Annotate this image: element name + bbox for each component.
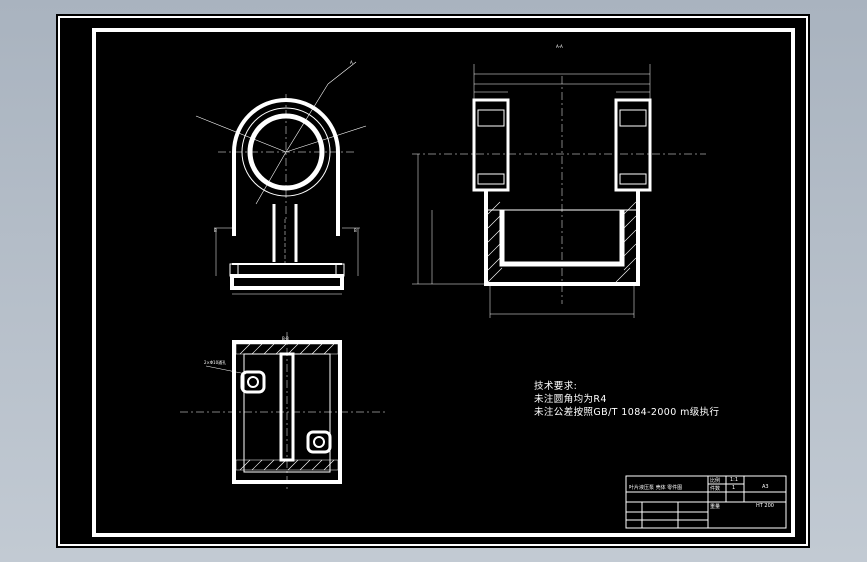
section-a-a <box>412 64 706 318</box>
title-scale: 1:1 <box>730 477 739 483</box>
title-cell-c: 重量 <box>710 504 721 510</box>
title-material: HT 200 <box>756 503 774 509</box>
title-block <box>625 475 787 529</box>
marker-a: A <box>350 60 353 65</box>
hole-callout: 2×Φ10通孔 <box>204 360 227 365</box>
drawing-canvas <box>58 16 808 546</box>
technical-requirements: 技术要求: 未注圆角均为R4 未注公差按照GB/T 1084-2000 m级执行 <box>534 380 719 419</box>
outer-border <box>58 16 808 546</box>
notes-line-2: 未注公差按照GB/T 1084-2000 m级执行 <box>534 407 720 418</box>
notes-heading: 技术要求: <box>534 381 578 392</box>
title-cell-a: 比例 <box>710 478 721 484</box>
title-part-name: 叶片液压泵 壳体 零件图 <box>629 485 683 491</box>
title-sheet: A3 <box>762 484 769 490</box>
title-cell-b: 件数 <box>710 486 721 492</box>
label-b-b: B-B <box>282 336 289 341</box>
front-view <box>195 61 367 295</box>
title-count: 1 <box>732 485 736 491</box>
cad-viewport[interactable]: B-B A-A B B A 2×Φ10通孔 技术要求: 未注圆角均为R4 未注公… <box>56 14 810 548</box>
inner-border <box>92 28 795 537</box>
section-b-b <box>180 332 386 492</box>
notes-line-1: 未注圆角均为R4 <box>534 394 607 405</box>
label-a-a: A-A <box>556 44 563 49</box>
marker-b-left: B <box>214 228 217 233</box>
marker-b-right: B <box>354 228 357 233</box>
